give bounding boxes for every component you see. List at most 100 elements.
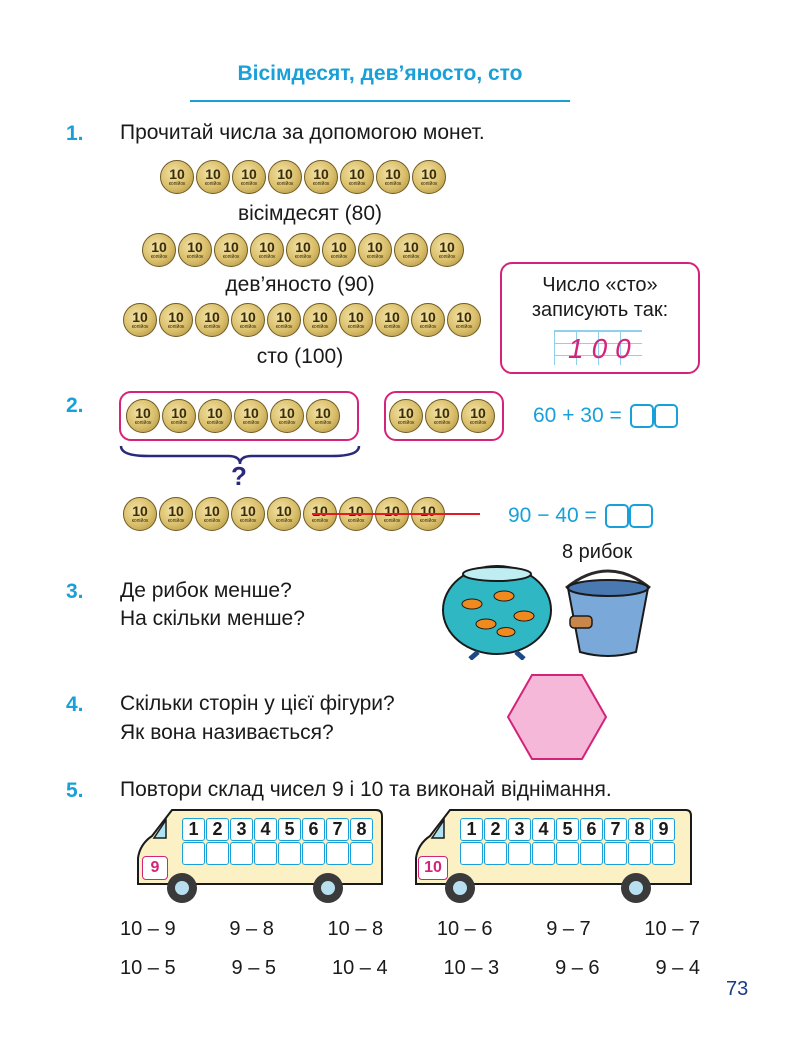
coin-value: 10 [385, 165, 401, 182]
handwritten-100: 100 [568, 333, 639, 364]
answer-cell[interactable] [206, 842, 229, 865]
answer-cell[interactable] [532, 842, 555, 865]
answer-cell[interactable] [254, 842, 277, 865]
equation-sum-text: 60 + 30 = [533, 404, 622, 427]
answer-box-tens[interactable] [629, 404, 654, 429]
answer-cell[interactable] [302, 842, 325, 865]
answer-cell[interactable] [580, 842, 603, 865]
coin-unit: копійок [312, 180, 330, 187]
coin-unit: копійок [276, 180, 294, 187]
digit-cell: 6 [302, 818, 325, 841]
digit-cell: 2 [206, 818, 229, 841]
coin-unit: копійок [419, 517, 437, 524]
coin-value: 10 [403, 238, 419, 255]
digit-cell: 8 [628, 818, 651, 841]
coin-unit: копійок [240, 180, 258, 187]
coin-value: 10 [331, 238, 347, 255]
answer-cell[interactable] [460, 842, 483, 865]
coin-unit: копійок [383, 323, 401, 330]
hexagon-icon [506, 674, 608, 760]
answer-cell[interactable] [326, 842, 349, 865]
digit-cell: 3 [508, 818, 531, 841]
coin-unit: копійок [469, 419, 487, 426]
answer-box-ones-2[interactable] [628, 504, 653, 529]
coin-unit: копійок [239, 517, 257, 524]
coin-unit: копійок [383, 517, 401, 524]
coin-unit: копійок [455, 323, 473, 330]
coin-unit: копійок [330, 253, 348, 260]
answer-cell[interactable] [652, 842, 675, 865]
coin-unit: копійок [222, 253, 240, 260]
coin-value: 10 [295, 238, 311, 255]
coin-value: 10 [367, 238, 383, 255]
coin-value: 10 [169, 165, 185, 182]
coin-value: 10 [135, 404, 151, 421]
coin-value: 10 [259, 238, 275, 255]
answer-cell[interactable] [628, 842, 651, 865]
exercise-item: 10 – 7 [644, 918, 700, 940]
coin-unit: копійок [419, 323, 437, 330]
aquarium-icon [442, 565, 552, 660]
page-number: 73 [726, 978, 749, 1000]
answer-box-ones[interactable] [653, 404, 678, 429]
coin-unit: копійок [397, 419, 415, 426]
coin-value: 10 [277, 165, 293, 182]
coin-value: 10 [349, 165, 365, 182]
coin-value: 10 [420, 502, 436, 519]
answer-cell[interactable] [484, 842, 507, 865]
coin-value: 10 [420, 308, 436, 325]
answer-cell[interactable] [556, 842, 579, 865]
coin-unit: копійок [275, 323, 293, 330]
digit-cell: 4 [532, 818, 555, 841]
answer-cell[interactable] [278, 842, 301, 865]
coin-unit: копійок [167, 323, 185, 330]
coin-unit: копійок [438, 253, 456, 260]
digit-cell: 7 [604, 818, 627, 841]
coin-value: 10 [204, 502, 220, 519]
coin-unit: копійок [314, 419, 332, 426]
answer-cell[interactable] [230, 842, 253, 865]
answer-cell[interactable] [182, 842, 205, 865]
digit-cell: 1 [182, 818, 205, 841]
coin-value: 10 [132, 502, 148, 519]
coin-value: 10 [207, 404, 223, 421]
coin-value: 10 [470, 404, 486, 421]
answer-box-tens-2[interactable] [604, 504, 629, 529]
task-3-number: 3. [66, 580, 84, 603]
coin-unit: копійок [131, 323, 149, 330]
coin-value: 10 [434, 404, 450, 421]
answer-cell[interactable] [350, 842, 373, 865]
digit-cell: 9 [652, 818, 675, 841]
coin-unit: копійок [167, 517, 185, 524]
coin-value: 10 [240, 308, 256, 325]
coin-value: 10 [439, 238, 455, 255]
answer-cell[interactable] [604, 842, 627, 865]
answer-cell[interactable] [508, 842, 531, 865]
coin-value: 10 [384, 502, 400, 519]
digit-cell: 5 [556, 818, 579, 841]
coin-value: 10 [241, 165, 257, 182]
